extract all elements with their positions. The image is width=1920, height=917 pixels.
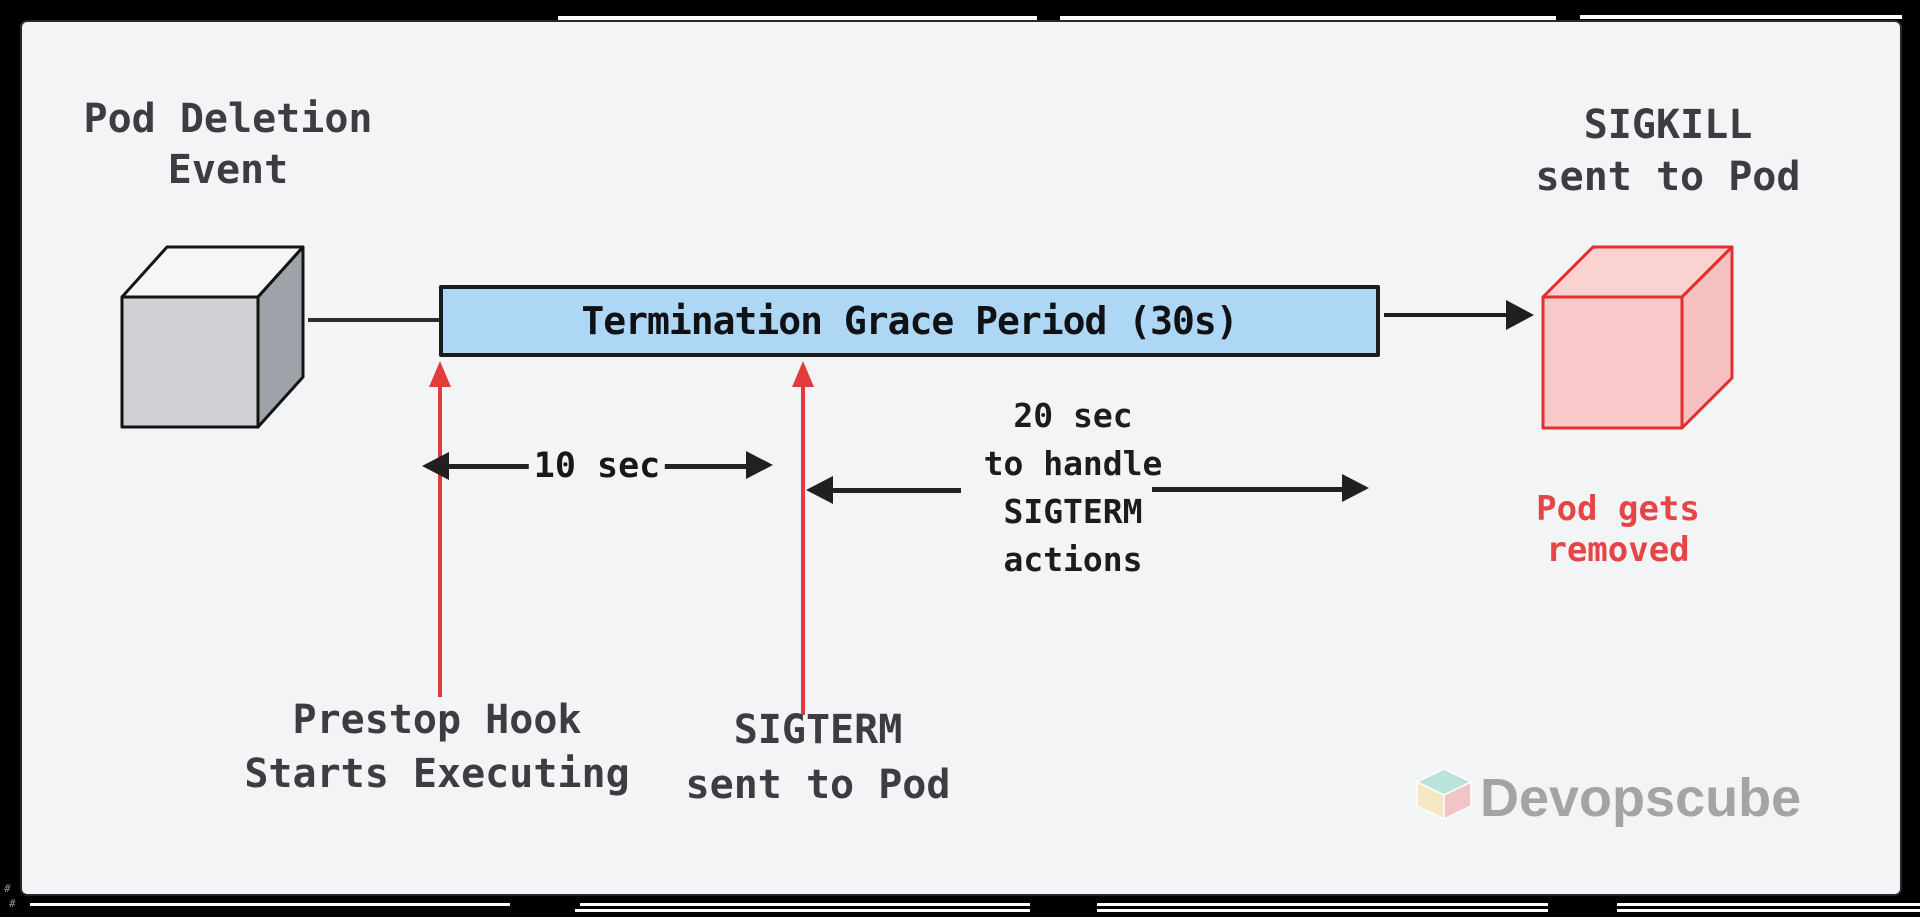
sigterm-event-arrow-line — [801, 385, 805, 715]
sigkill-label: SIGKILL sent to Pod — [1536, 99, 1801, 203]
twenty-sec-label-line2: to handle — [983, 444, 1163, 483]
twenty-sec-left-arrow-line — [833, 488, 961, 493]
pod-deletion-label: Pod Deletion Event — [84, 94, 373, 196]
pod-deletion-label-line2: Event — [167, 147, 289, 193]
diagram-canvas — [20, 20, 1902, 896]
twenty-sec-label-line3: SIGTERM — [1003, 492, 1143, 531]
frame-artifact-line — [558, 16, 1037, 20]
sigterm-label-line2: sent to Pod — [685, 762, 951, 808]
edge-artifact: # — [4, 882, 11, 895]
twenty-sec-label-line1: 20 sec — [1013, 396, 1133, 435]
devopscube-logo-text: Devopscube — [1480, 768, 1802, 828]
ten-sec-left-arrowhead-icon — [422, 452, 449, 480]
twenty-sec-label: 20 sec to handle SIGTERM actions — [984, 392, 1163, 584]
pod-to-bar-connector — [308, 318, 439, 322]
pod-removed-label-line1: Pod gets — [1536, 489, 1700, 529]
pod-deletion-label-line1: Pod Deletion — [83, 96, 373, 142]
frame-artifact-line — [1060, 16, 1556, 20]
sigkill-label-line2: sent to Pod — [1535, 154, 1801, 200]
sigterm-event-arrowhead-icon — [792, 361, 814, 387]
bar-to-pod-arrowhead-icon — [1506, 300, 1534, 330]
sigterm-label: SIGTERM sent to Pod — [686, 703, 951, 813]
frame-artifact-line — [580, 903, 1030, 906]
prestop-event-arrowhead-icon — [429, 361, 451, 387]
frame-artifact-line — [1580, 15, 1902, 19]
twenty-sec-label-line4: actions — [1003, 540, 1143, 579]
pod-cube-icon — [120, 245, 305, 429]
sigkill-label-line1: SIGKILL — [1583, 102, 1753, 148]
bar-to-pod-arrow-line — [1384, 313, 1508, 317]
edge-artifact: # — [9, 897, 16, 910]
prestop-label-line1: Prestop Hook — [292, 697, 582, 743]
prestop-label: Prestop Hook Starts Executing — [244, 693, 629, 801]
grace-period-bar-label: Termination Grace Period (30s) — [581, 299, 1238, 343]
devopscube-logo-icon — [1416, 768, 1472, 820]
frame-artifact-line — [1097, 903, 1548, 906]
sigterm-label-line1: SIGTERM — [733, 707, 903, 753]
ten-sec-label: 10 sec — [528, 446, 666, 486]
frame-artifact-line — [30, 903, 510, 906]
grace-period-bar: Termination Grace Period (30s) — [439, 285, 1380, 357]
frame-artifact-line — [1097, 909, 1548, 912]
frame-artifact-line — [1617, 909, 1920, 912]
ten-sec-right-arrowhead-icon — [746, 451, 773, 479]
twenty-sec-right-arrowhead-icon — [1342, 474, 1369, 502]
twenty-sec-left-arrowhead-icon — [806, 476, 833, 504]
frame-artifact-line — [1617, 903, 1920, 906]
frame-artifact-line — [575, 909, 1030, 912]
twenty-sec-right-arrow-line — [1152, 487, 1342, 492]
prestop-label-line2: Starts Executing — [244, 751, 630, 797]
pod-removed-label: Pod gets removed — [1536, 489, 1700, 571]
pod-removed-cube-icon — [1541, 245, 1734, 430]
pod-removed-label-line2: removed — [1546, 530, 1690, 570]
prestop-event-arrow-line — [438, 385, 442, 697]
